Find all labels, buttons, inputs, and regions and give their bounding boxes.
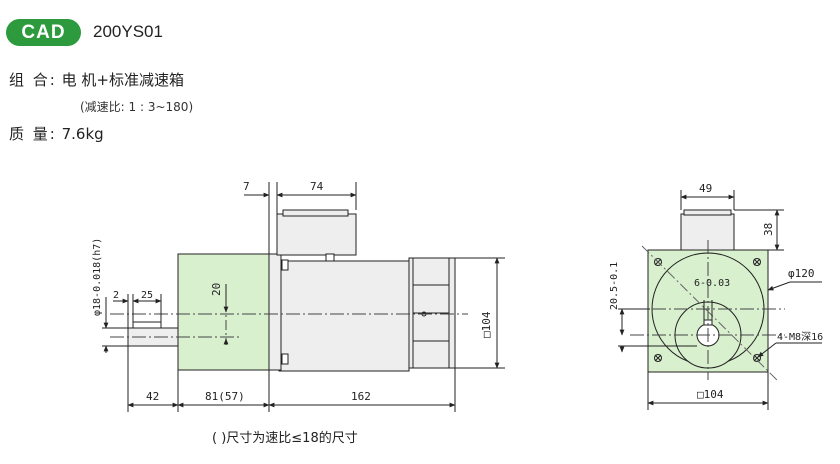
dim-162: 162 (351, 390, 371, 403)
dim-49: 49 (699, 182, 712, 195)
combination-spec: 组 合: 电 机+标准减速箱 (9, 69, 184, 90)
dim-holes: 4-M8深16 (777, 331, 823, 343)
shaft-key (132, 321, 162, 329)
weight-label: 质 量: (9, 125, 57, 143)
dim-2: 2 (113, 290, 119, 301)
combination-label: 组 合: (9, 71, 57, 89)
model-number: 200YS01 (93, 22, 163, 41)
weight-spec: 质 量: 7.6kg (9, 123, 104, 144)
dim-20: 20 (210, 283, 223, 296)
dim-shaft-diameter: φ18-0.018(h7) (92, 238, 103, 316)
dim-38: 38 (762, 223, 775, 236)
side-view (102, 182, 505, 412)
weight-value: 7.6kg (61, 125, 104, 143)
dim-7: 7 (243, 180, 250, 193)
motor-body (278, 260, 410, 372)
dim-74: 74 (310, 180, 324, 193)
dim-key-height: 20.5-0.1 (609, 262, 620, 310)
motor-flange (268, 253, 282, 371)
gearbox-body (177, 253, 270, 371)
dim-key-width: 6-0.03 (694, 278, 730, 289)
dim-square-front: □104 (697, 388, 724, 401)
dim-120: φ120 (788, 267, 815, 280)
front-view (618, 190, 822, 410)
footnote: ( )尺寸为速比≤18的尺寸 (212, 431, 358, 446)
dim-25: 25 (141, 290, 153, 301)
dim-42: 42 (146, 390, 159, 403)
dim-81: 81(57) (205, 390, 245, 403)
reduction-ratio-note: (减速比: 1 : 3~180) (80, 100, 194, 114)
cad-badge: CAD (6, 19, 81, 46)
terminal-box (276, 213, 357, 256)
combination-value: 电 机+标准减速箱 (61, 71, 184, 89)
dim-square-side: □104 (480, 311, 493, 338)
